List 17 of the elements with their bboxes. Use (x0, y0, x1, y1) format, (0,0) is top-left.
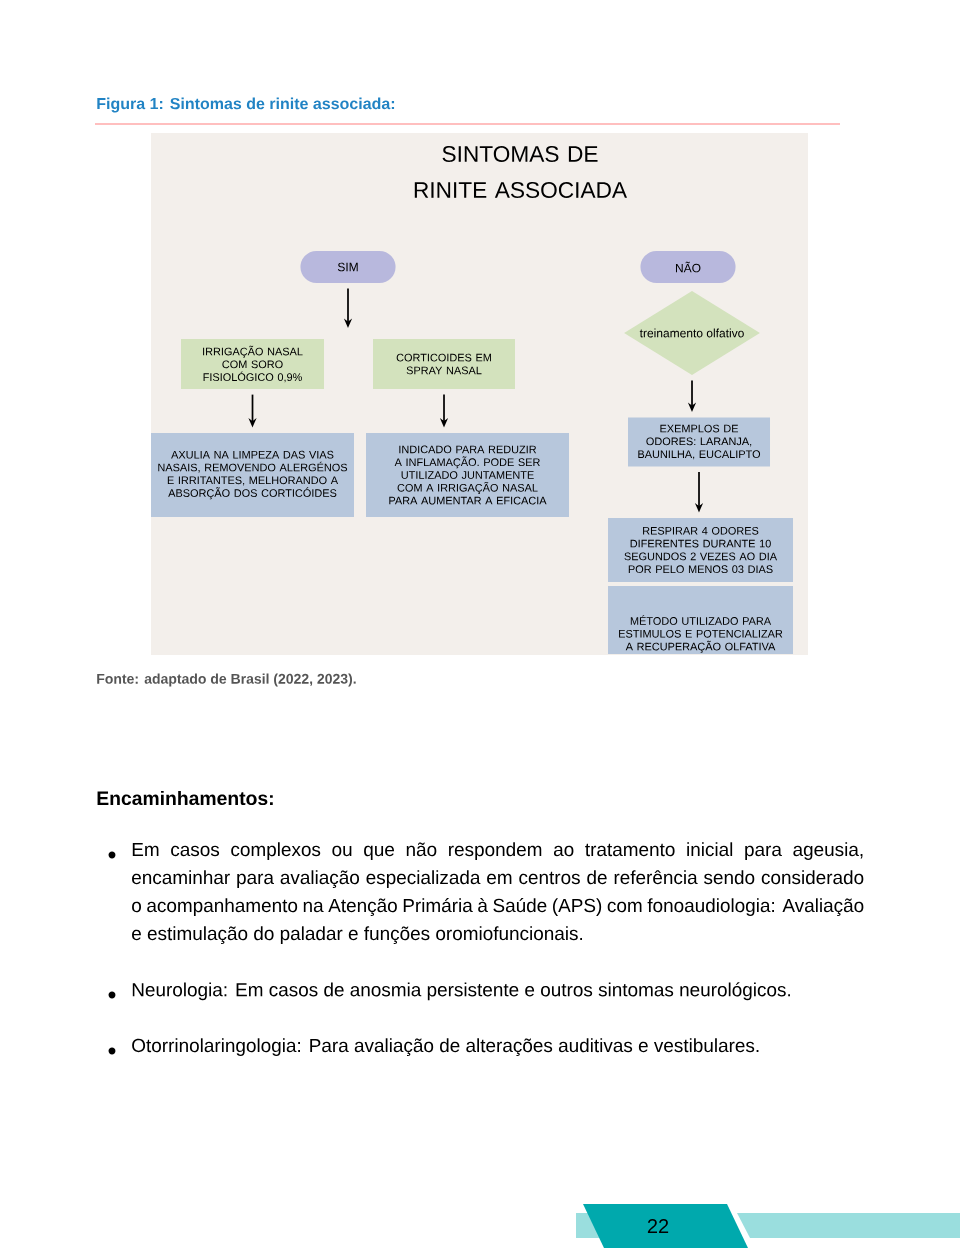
process-box: MÉTODO UTILIZADO PARA ESTIMULOS E POTENCIALIZAR A RECUPERAÇÃO OLFATIVA (608, 586, 793, 654)
bullet-text: Neurologia: Em casos de anosmia persistente e outros sintomas neurológicos. (132, 982, 790, 1001)
rounded-label: NÃO (640, 251, 736, 283)
section-heading: Encaminhamentos: (97, 790, 273, 806)
process-box: IRRIGAÇÃO NASAL COM SORO FISIOLÓGICO 0,9% (181, 339, 324, 389)
figure-title: Figura 1: Sintomas de rinite associada: (97, 97, 395, 113)
source-note: Fonte: adaptado de Brasil (2022, 2023). (97, 673, 356, 687)
process-box: AXULIA NA LIMPEZA DAS VIAS NASAIS, REMOVENDO ALERGÉNOS E IRRITANTES, MELHORANDO A ABSORÇÃO DOS CORTICÓIDES (151, 433, 354, 517)
process-box: INDICADO PARA REDUZIR A INFLAMAÇÃO. PODE SER UTILIZADO JUNTAMENTE COM A IRRIGAÇÃO NASAL PARA AUMENTAR A EFICACIA (366, 433, 569, 517)
diagram-heading: SINTOMAS DE RINITE ASSOCIADA (414, 145, 627, 199)
process-box: EXEMPLOS DE ODORES: LARANJA, BAUNILHA, EUCALIPTO (628, 417, 770, 467)
bullet-text: Otorrinolaringologia: Para avaliação de alterações auditivas e vestibulares. (132, 1038, 759, 1056)
bullet-text: Em casos complexos ou que não respondem ao tratamento inicial para ageusia, encaminhar para avaliação especializada em centros de referência sendo considerado o acompanhamento na Atenção Primária à Saúde (APS) com fonoaudiologia: Avaliação e estimulação do paladar e funções oromiofuncionais. (132, 842, 864, 944)
rounded-label: SIM (300, 251, 396, 283)
process-box: CORTICOIDES EM SPRAY NASAL (373, 339, 515, 389)
process-box: RESPIRAR 4 ODORES DIFERENTES DURANTE 10 SEGUNDOS 2 VEZES AO DIA POR PELO MENOS 03 DIAS (608, 518, 793, 582)
page-number: 22 (583, 1204, 748, 1248)
